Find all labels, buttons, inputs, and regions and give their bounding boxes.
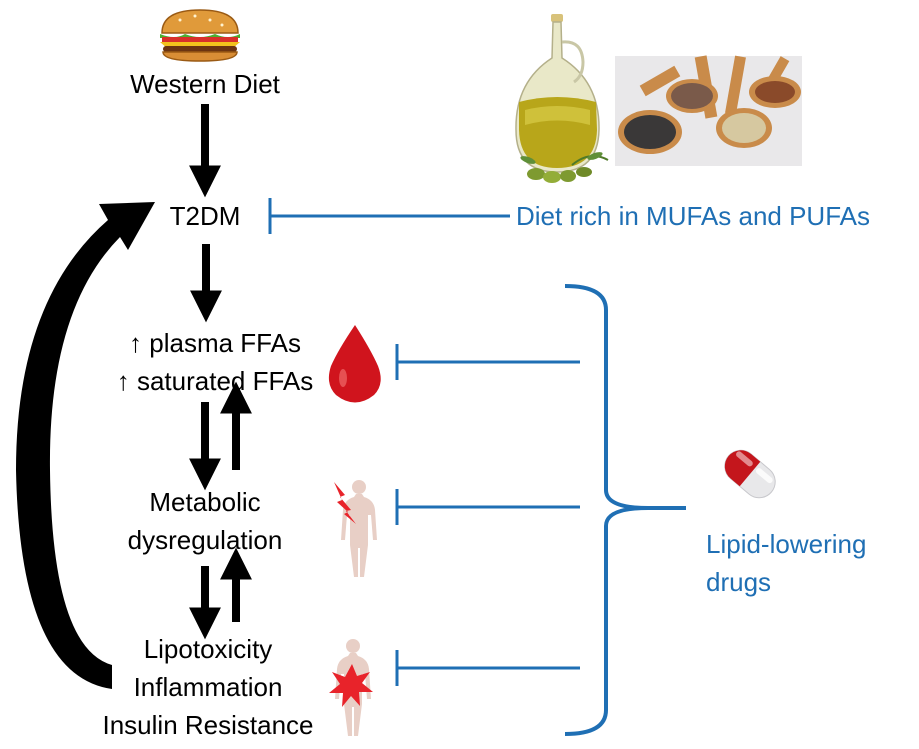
causal-arrows [189, 104, 252, 640]
olive-oil-bottle-icon [515, 14, 609, 183]
saturated-ffas-label: ↑ saturated FFAs [116, 366, 314, 396]
dysregulation-label: dysregulation [127, 525, 283, 555]
human-body-burst-icon [329, 639, 373, 736]
burger-icon [160, 9, 240, 62]
seed-spoons-photo [615, 55, 802, 166]
diet-intervention-label: Diet rich in MUFAs and PUFAs [516, 201, 870, 231]
t2dm-label: T2DM [169, 201, 241, 231]
capsule-pill-icon [724, 449, 776, 499]
drugs-label-line2: drugs [706, 567, 772, 597]
feedback-arrow [16, 202, 155, 689]
lipotoxicity-label: Lipotoxicity [143, 634, 273, 664]
blood-drop-icon [328, 325, 381, 403]
inflammation-label: Inflammation [133, 672, 283, 702]
insulin-resistance-label: Insulin Resistance [102, 710, 314, 740]
inhibition-lines [268, 198, 686, 736]
metabolic-label: Metabolic [149, 487, 261, 517]
western-diet-label: Western Diet [130, 69, 280, 99]
drugs-label-line1: Lipid-lowering [706, 529, 867, 559]
plasma-ffas-label: ↑ plasma FFAs [129, 328, 301, 358]
human-body-lightning-icon [334, 480, 377, 577]
